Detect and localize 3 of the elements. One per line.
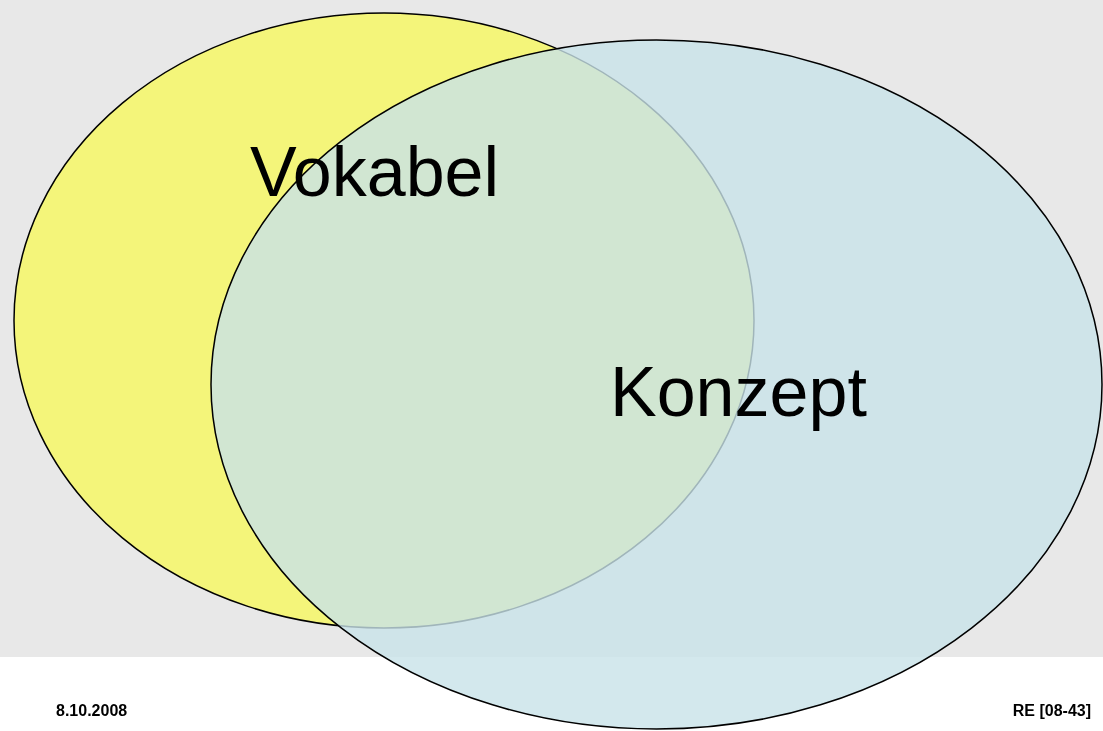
date-text: 8.10.2008 xyxy=(56,702,128,720)
set-ellipse xyxy=(210,39,1103,730)
footer-reference: RE [08-43] xyxy=(1012,702,1091,720)
